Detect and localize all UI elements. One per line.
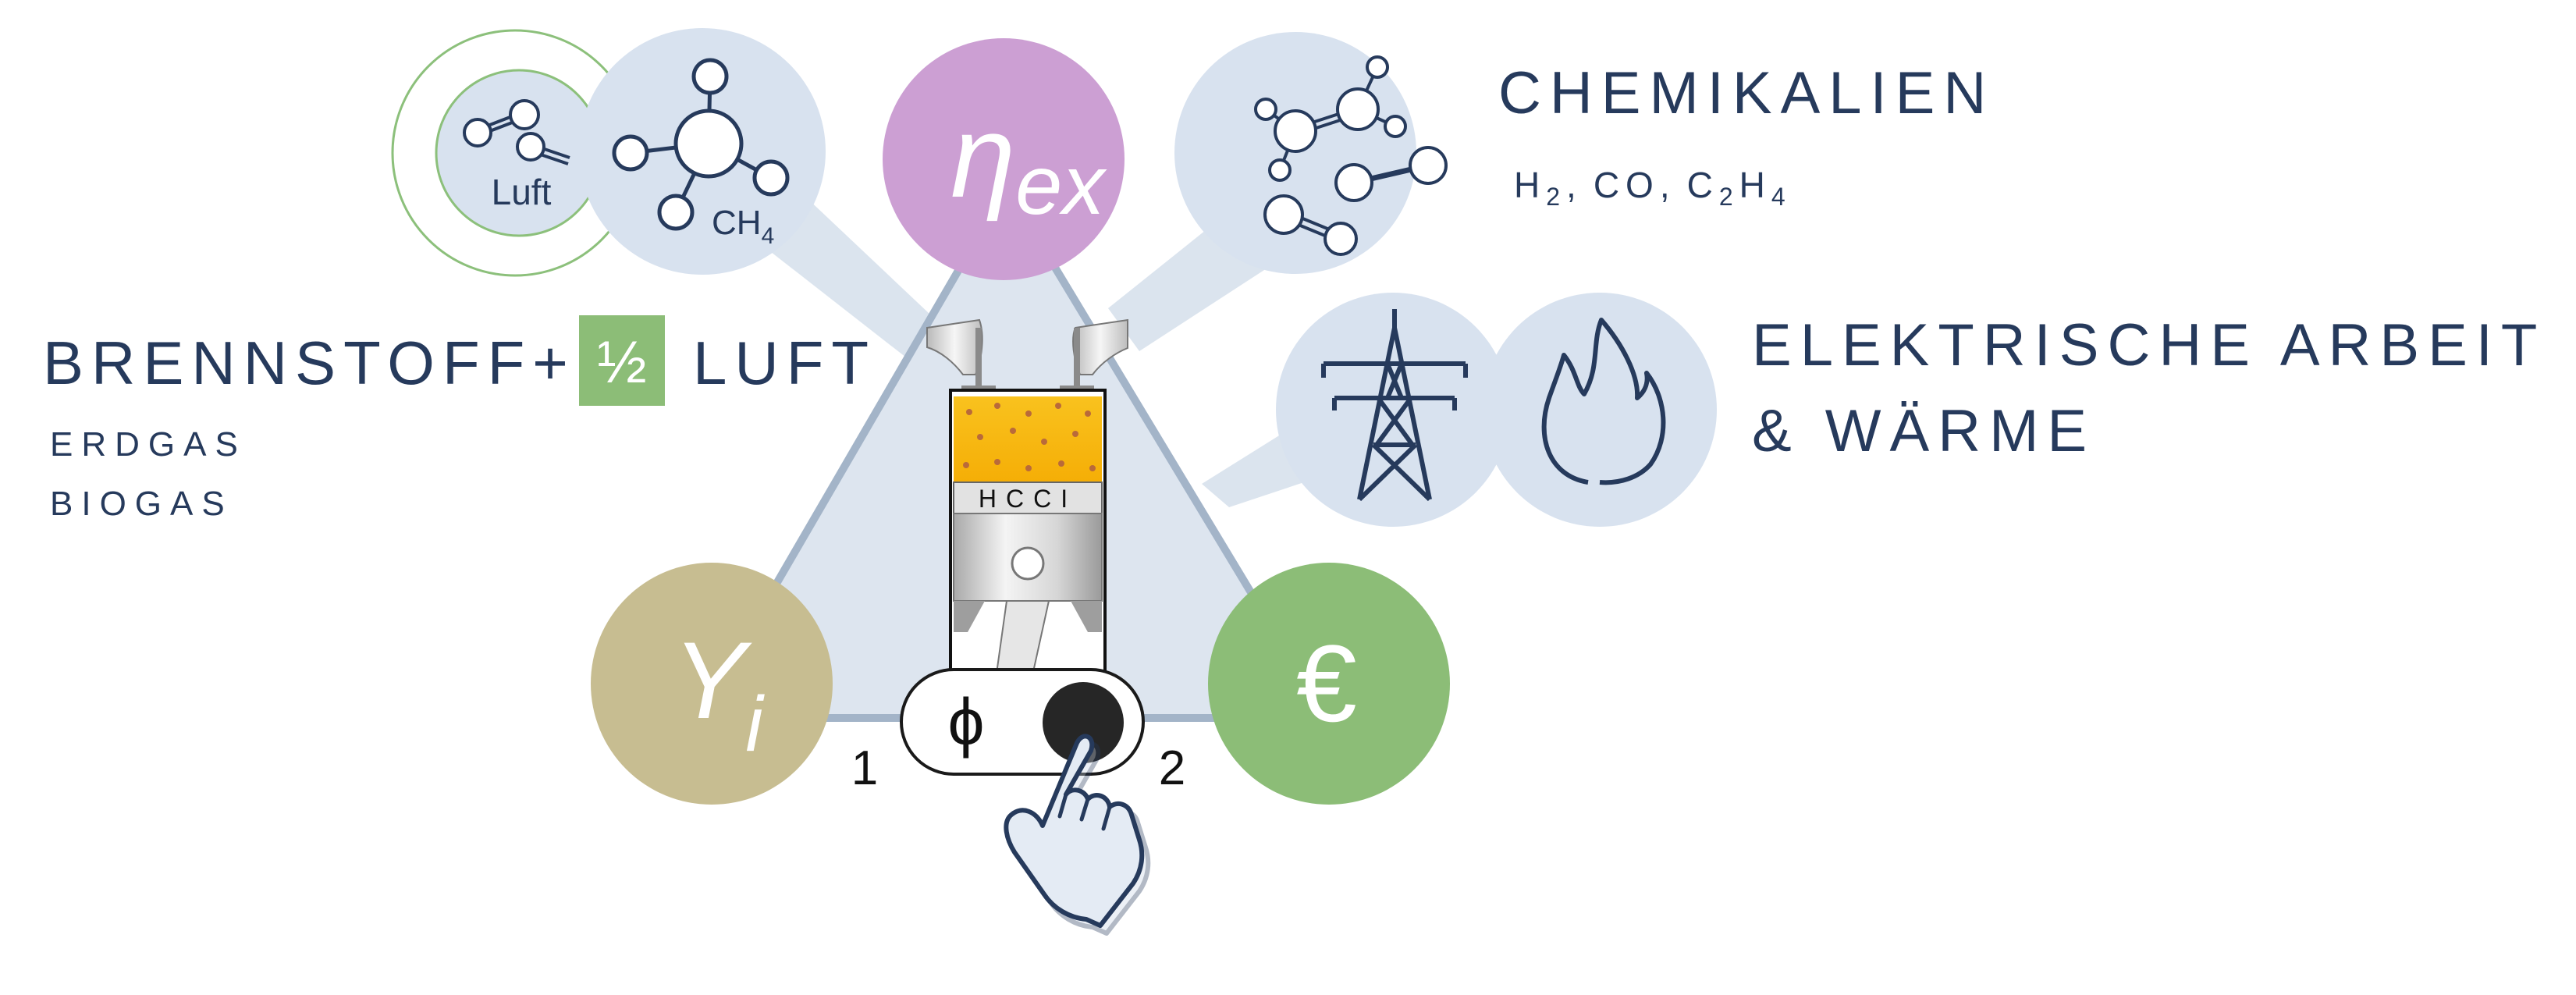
piston-pin: [1011, 546, 1045, 581]
cost-circle: [1208, 563, 1450, 805]
cost-label: €: [1296, 622, 1357, 744]
band-methane-to-engine: [753, 195, 944, 363]
methane-circle-group: CH4: [579, 28, 826, 275]
cost-node: €: [1208, 563, 1450, 805]
exergy-efficiency-node: ηex: [883, 38, 1125, 280]
fuel-title-main: BRENNSTOFF+: [43, 329, 576, 397]
piston-skirt-right: [1071, 601, 1102, 632]
power-circle: [1276, 293, 1510, 527]
half-box: [579, 315, 665, 406]
chemicals-list: H2,CO,C2H4: [1514, 165, 1792, 211]
switch-knob[interactable]: [1043, 682, 1124, 763]
yield-node: Yi: [591, 563, 833, 805]
power-heat-group: ELEKTRISCHE ARBEIT & WÄRME: [1276, 293, 2546, 527]
air-label: Luft: [492, 172, 552, 212]
fuel-title: BRENNSTOFF+ ½ LUFT ERDGAS BIOGAS: [43, 315, 876, 523]
molecule-icon: [612, 58, 790, 231]
fuel-particles: [963, 403, 1096, 471]
chemicals-group: CHEMIKALIEN H2,CO,C2H4: [1174, 32, 1995, 274]
half-box-label: ½: [597, 329, 646, 396]
power-title-line1: ELEKTRISCHE ARBEIT: [1752, 312, 2546, 378]
air-circle-group: Luft: [391, 29, 639, 277]
power-pylon-icon: [1321, 309, 1468, 502]
switch-label-left: 1: [851, 741, 878, 795]
pointing-hand-icon: [1004, 734, 1151, 936]
switch-symbol: ϕ: [947, 685, 984, 759]
heat-circle: [1483, 293, 1717, 527]
fuel-title-luft: LUFT: [693, 329, 876, 397]
methane-label: CH4: [712, 204, 774, 249]
air-molecule-icon: [463, 99, 570, 165]
chemicals-title: CHEMIKALIEN: [1498, 60, 1995, 126]
exergy-circle: [883, 38, 1125, 280]
chemicals-molecule-icon: [1254, 55, 1448, 256]
engine-label: HCCI: [979, 485, 1077, 513]
piston-skirt-left: [954, 601, 985, 632]
yield-label: Yi: [673, 619, 765, 768]
exergy-label: ηex: [950, 91, 1107, 232]
fuel-sub-biogas: BIOGAS: [50, 485, 233, 523]
yield-circle: [591, 563, 833, 805]
fuel-sub-erdgas: ERDGAS: [50, 425, 247, 464]
flame-icon: [1541, 318, 1666, 485]
switch-label-right: 2: [1159, 741, 1185, 795]
power-title-line2: & WÄRME: [1752, 398, 2095, 464]
